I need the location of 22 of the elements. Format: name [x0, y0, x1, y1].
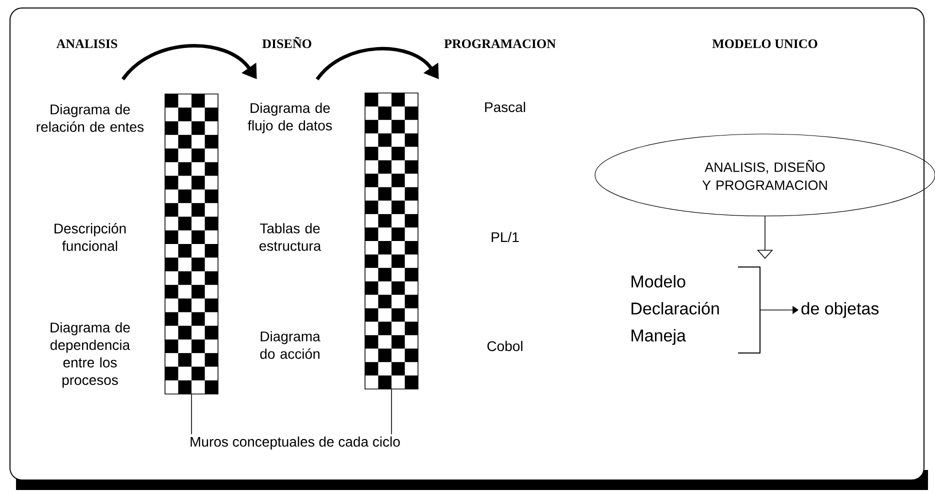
item-text: Cobol: [487, 340, 522, 352]
checkered-wall: [364, 92, 418, 390]
column-heading: MODELO UNICO: [712, 39, 818, 48]
result-text: de objetas: [802, 302, 879, 318]
checkered-wall: [164, 94, 218, 394]
item-text: Tablas de estructura: [259, 223, 322, 251]
item-text: Diagrama de relación de entes: [36, 104, 144, 132]
leader-line: [391, 388, 392, 435]
item-text: Diagrama de dependencia entre los procesos: [50, 322, 130, 388]
item-text: Diagrama de flujo de datos: [248, 102, 332, 134]
curved-arrow: [316, 47, 439, 80]
column-heading: PROGRAMACION: [444, 39, 556, 48]
leader-line: [191, 394, 192, 435]
item-text: Pascal: [485, 102, 526, 112]
item-text: PL/1: [492, 232, 519, 242]
item-text: Descripción funcional: [54, 223, 126, 251]
column-heading: DISEÑO: [262, 36, 312, 48]
item-list: Modelo Declaración Maneja: [632, 275, 719, 345]
item-text: Diagrama do acción: [260, 331, 320, 359]
column-heading: ANALISIS: [56, 39, 118, 48]
caption-text: Muros conceptuales de cada ciclo: [190, 436, 400, 450]
curved-arrow: [122, 44, 257, 80]
